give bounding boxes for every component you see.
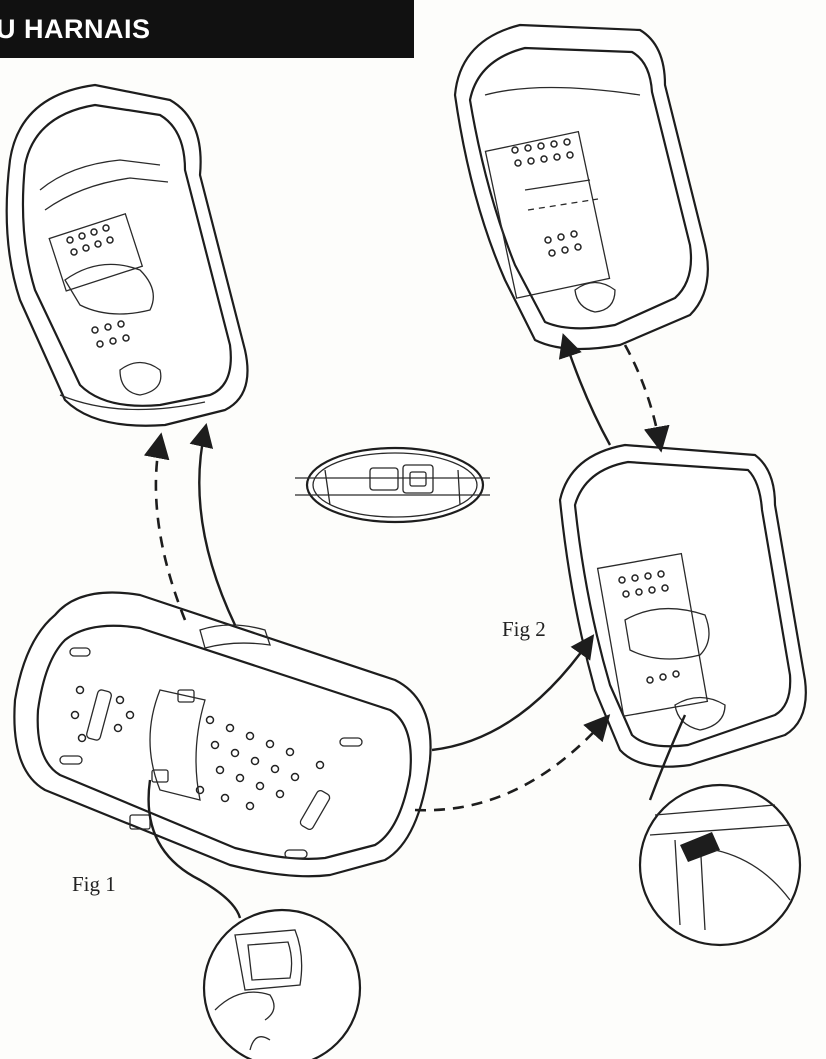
carrycot-underside — [13, 591, 432, 878]
seat-holes-middle-right — [618, 570, 680, 684]
carrycot-top-left — [5, 83, 249, 427]
seat-holes-top-right — [511, 138, 582, 257]
underside-holes — [70, 685, 325, 811]
carrycot-top-right — [453, 23, 709, 351]
fig-1-label: Fig 1 — [72, 872, 116, 896]
detail-circle-fig1 — [147, 779, 362, 1059]
section-title: U HARNAIS — [0, 14, 151, 44]
arrows — [143, 333, 670, 812]
fig-2-label: Fig 2 — [502, 617, 546, 641]
section-title-bar: U HARNAIS — [0, 0, 414, 58]
detail-circle-fig2 — [638, 714, 802, 947]
seat-holes-top-left — [66, 224, 130, 348]
carrycot-middle-right — [558, 443, 807, 768]
buckle-detail-oval — [295, 446, 490, 524]
